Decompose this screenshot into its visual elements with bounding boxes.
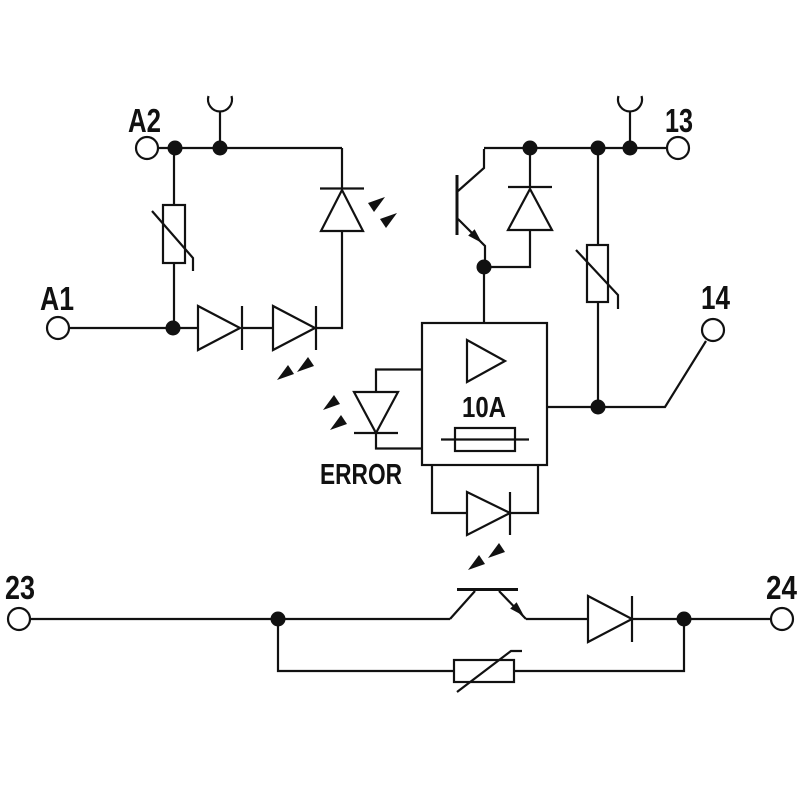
plug-connection-icon xyxy=(206,95,234,148)
series-diode xyxy=(196,304,244,352)
schematic-linework xyxy=(6,95,795,693)
terminal-23-circle xyxy=(6,606,32,632)
phototransistor-emitter xyxy=(457,218,487,267)
terminal-13-label: 13 xyxy=(665,102,693,139)
junction-dot xyxy=(165,320,181,336)
freewheel-diode-triangle xyxy=(506,186,554,232)
driver-box xyxy=(420,321,549,467)
junction-dot xyxy=(167,140,183,156)
schematic-labels: A2 A1 13 14 23 24 ERROR 10A xyxy=(5,102,798,606)
error-loop-top xyxy=(374,368,422,392)
led-light-arrow-icon xyxy=(368,197,385,212)
feedback-led-triangle xyxy=(465,490,513,537)
wire-riser-right xyxy=(316,232,344,330)
feedback-phototransistor-collector xyxy=(449,590,476,620)
led-light-arrow-icon xyxy=(330,415,347,430)
terminal-23-label: 23 xyxy=(5,569,35,606)
terminal-a1-circle xyxy=(45,315,71,341)
varistor-input-body xyxy=(161,203,187,265)
fuse-icon xyxy=(441,426,529,453)
led-light-arrow-icon xyxy=(323,395,340,410)
junction-dot xyxy=(676,611,692,627)
emitter-arrow-icon xyxy=(468,229,482,243)
varistor-feedback-strike xyxy=(456,649,522,693)
led-light-arrow-icon xyxy=(468,555,485,570)
terminal-a2-label: A2 xyxy=(128,102,161,139)
varistor-input-strike xyxy=(151,210,195,271)
branch-varistor-right xyxy=(514,619,686,673)
input-circuit xyxy=(45,95,365,352)
optocoupler-led-triangle xyxy=(319,187,365,233)
freewheel-diode xyxy=(506,148,554,232)
terminal-24-label: 24 xyxy=(766,569,798,606)
plug-connection-icon xyxy=(616,95,644,148)
plug-arc xyxy=(616,95,644,113)
varistor-feedback xyxy=(452,649,522,693)
feedback-circuit-23-24 xyxy=(6,588,795,693)
junction-dot xyxy=(212,140,228,156)
feedback-loop-right xyxy=(510,465,540,515)
junction-dot xyxy=(522,140,538,156)
terminal-a1-label: A1 xyxy=(40,280,74,317)
driver-block xyxy=(420,321,549,467)
varistor-output-strike xyxy=(575,249,620,309)
wire-freewheel-return xyxy=(484,230,532,269)
junction-dot xyxy=(476,259,492,275)
junction-dot xyxy=(590,399,606,415)
varistor-output xyxy=(575,148,620,407)
error-led xyxy=(352,368,422,450)
junction-dot xyxy=(270,611,286,627)
fuse-rating-label: 10A xyxy=(462,392,506,424)
junction-dot xyxy=(590,140,606,156)
terminal-a2-circle xyxy=(134,135,160,161)
blocking-diode-24 xyxy=(586,594,635,644)
terminal-14-label: 14 xyxy=(701,279,731,316)
input-status-led xyxy=(271,304,318,352)
feedback-loop-left xyxy=(430,465,467,515)
switch-contact-14 xyxy=(548,340,707,409)
emitter-arrow-icon xyxy=(510,602,524,616)
terminal-14-circle xyxy=(700,317,726,343)
led-light-arrow-icon xyxy=(297,357,314,372)
optocoupler-led xyxy=(319,148,365,233)
error-loop-bottom xyxy=(374,433,422,450)
led-light-arrow-icon xyxy=(488,543,505,558)
series-diode-triangle xyxy=(196,304,243,352)
optocoupler-phototransistor xyxy=(455,149,487,267)
varistor-input xyxy=(151,148,195,328)
branch-varistor-left xyxy=(276,619,454,673)
plug-arc xyxy=(206,95,234,113)
led-light-arrow-icon xyxy=(277,365,294,380)
terminal-24-circle xyxy=(769,606,795,632)
output-circuit-13-14 xyxy=(455,95,726,409)
junction-dot xyxy=(622,140,638,156)
error-label: ERROR xyxy=(320,459,402,491)
schematic-solids xyxy=(165,140,692,627)
amplifier-icon xyxy=(465,338,508,384)
led-light-arrow-icon xyxy=(380,213,397,228)
feedback-led xyxy=(430,465,540,537)
error-led-triangle xyxy=(352,390,400,436)
blocking-diode-triangle xyxy=(586,594,635,644)
input-status-led-triangle xyxy=(271,304,318,352)
phototransistor-collector xyxy=(457,149,486,192)
terminal-13-circle xyxy=(665,135,691,161)
